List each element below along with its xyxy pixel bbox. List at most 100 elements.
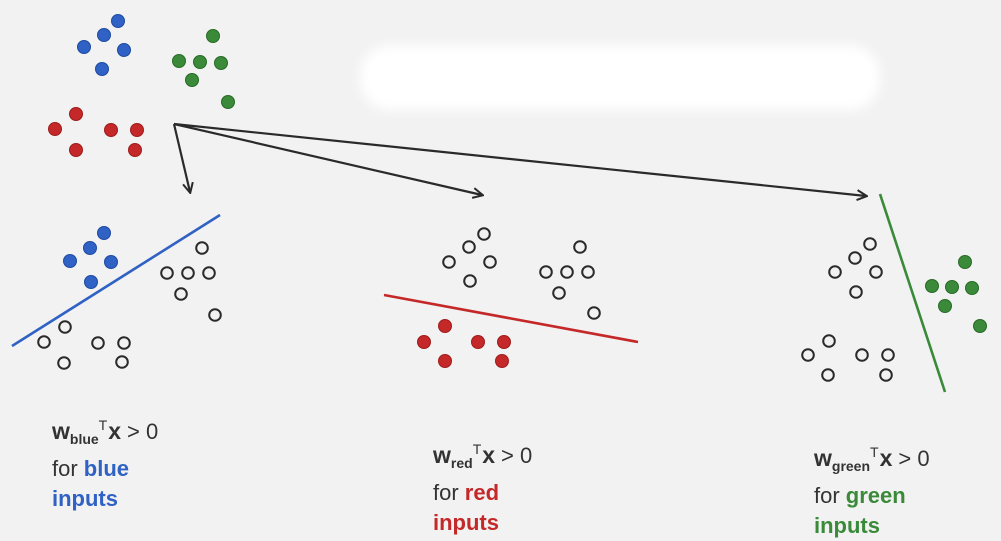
arrow-to-blue-panel (172, 123, 190, 192)
panel-blue-negative-points (37, 241, 222, 370)
weight-symbol: w (52, 418, 70, 444)
arrows (172, 122, 866, 196)
source-red-point (104, 123, 118, 137)
panel-green (801, 193, 987, 393)
red-point (417, 335, 431, 349)
hollow-point (822, 334, 836, 348)
weight-symbol: w (433, 442, 451, 468)
comparison: > 0 (898, 446, 930, 471)
source-blue-point (97, 28, 111, 42)
source-blue-point (111, 14, 125, 28)
hollow-point (174, 287, 188, 301)
decision-boundary-green (878, 193, 947, 393)
panel-blue (11, 213, 222, 370)
source-green-point (172, 54, 186, 68)
hollow-point (573, 240, 587, 254)
weight-subscript: green (831, 458, 871, 474)
panel-green-negative-points (801, 237, 895, 382)
hollow-point (208, 308, 222, 322)
hollow-point (828, 265, 842, 279)
source-green-point (221, 95, 235, 109)
class-word-red: red (464, 480, 500, 505)
for-text: for (814, 483, 846, 508)
source-red-point (69, 143, 83, 157)
hollow-point (581, 265, 595, 279)
hollow-point (160, 266, 174, 280)
hollow-point (560, 265, 574, 279)
source-red-cluster (48, 107, 144, 157)
hollow-point (879, 368, 893, 382)
hollow-point (881, 348, 895, 362)
blue-point (104, 255, 118, 269)
decision-boundary-blue (11, 213, 221, 348)
hollow-point (477, 227, 491, 241)
hollow-point (849, 285, 863, 299)
source-red-point (128, 143, 142, 157)
red-point (497, 335, 511, 349)
hollow-point (462, 240, 476, 254)
comparison: > 0 (501, 443, 533, 468)
source-blue-point (77, 40, 91, 54)
caption-red: wredTx> 0 for red inputs (433, 434, 532, 538)
transpose-superscript: T (472, 441, 482, 457)
hollow-point (91, 336, 105, 350)
blue-point (83, 241, 97, 255)
source-blue-point (95, 62, 109, 76)
input-variable: x (879, 445, 893, 471)
for-text: for (433, 480, 465, 505)
redacted-area (360, 45, 880, 110)
hollow-point (37, 335, 51, 349)
class-word-green: green (845, 483, 906, 508)
inputs-word-green: inputs (814, 513, 880, 538)
class-word-blue: blue (83, 456, 130, 481)
for-text: for (52, 456, 84, 481)
inputs-word-red: inputs (433, 510, 499, 535)
blue-point (63, 254, 77, 268)
source-blue-cluster (77, 14, 131, 76)
weight-symbol: w (814, 445, 832, 471)
formula-blue: wblueTx> 0 (52, 410, 158, 454)
blue-point (97, 226, 111, 240)
red-point (495, 354, 509, 368)
hollow-point (115, 355, 129, 369)
panel-red-positive-points (417, 319, 511, 368)
source-blue-point (117, 43, 131, 57)
source-green-point (185, 73, 199, 87)
hollow-point (202, 266, 216, 280)
source-green-cluster (172, 29, 235, 109)
green-point (938, 299, 952, 313)
input-variable: x (482, 442, 496, 468)
hollow-point (863, 237, 877, 251)
caption-blue: wblueTx> 0 for blue inputs (52, 410, 158, 514)
green-point (925, 279, 939, 293)
green-point (958, 255, 972, 269)
hollow-point (58, 320, 72, 334)
weight-subscript: red (450, 455, 473, 471)
hollow-point (181, 266, 195, 280)
hollow-point (821, 368, 835, 382)
panel-red-negative-points (442, 227, 601, 320)
green-point (945, 280, 959, 294)
hollow-point (539, 265, 553, 279)
hollow-point (57, 356, 71, 370)
formula-red: wredTx> 0 (433, 434, 532, 478)
hollow-point (552, 286, 566, 300)
hollow-point (855, 348, 869, 362)
hollow-point (195, 241, 209, 255)
source-red-point (48, 122, 62, 136)
blue-point (84, 275, 98, 289)
caption-green: wgreenTx> 0 for green inputs (814, 437, 930, 541)
transpose-superscript: T (870, 444, 879, 460)
comparison: > 0 (127, 419, 159, 444)
red-point (471, 335, 485, 349)
source-green-point (193, 55, 207, 69)
panel-red (383, 227, 639, 368)
source-red-point (69, 107, 83, 121)
inputs-word-blue: inputs (52, 486, 118, 511)
arrow-to-green-panel (173, 122, 866, 196)
green-point (965, 281, 979, 295)
source-green-point (214, 56, 228, 70)
red-point (438, 354, 452, 368)
hollow-point (587, 306, 601, 320)
